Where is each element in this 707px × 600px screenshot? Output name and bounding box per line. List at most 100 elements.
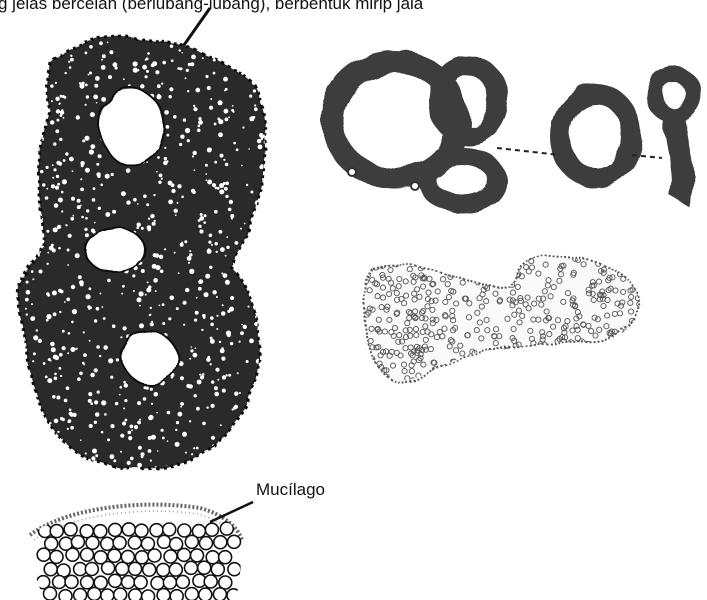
aggregate-cell — [494, 364, 499, 369]
texture-speck — [85, 217, 88, 220]
colony-hole-lower — [123, 332, 177, 384]
aggregate-cell — [552, 354, 557, 359]
texture-speck — [85, 233, 89, 237]
mucilage-cell — [113, 536, 126, 549]
texture-speck — [68, 234, 72, 238]
texture-speck — [44, 446, 46, 448]
texture-speck — [179, 49, 181, 51]
texture-speck — [151, 478, 154, 481]
texture-speck — [197, 40, 200, 43]
aggregate-cell — [440, 369, 445, 374]
texture-speck — [105, 212, 110, 217]
texture-speck — [56, 161, 60, 165]
texture-speck — [128, 84, 131, 87]
texture-speck — [240, 331, 244, 335]
texture-speck — [54, 419, 59, 424]
aggregate-cell — [376, 379, 381, 384]
aggregate-cell — [629, 325, 634, 330]
texture-speck — [260, 390, 263, 393]
texture-speck — [121, 32, 123, 34]
texture-speck — [103, 317, 106, 320]
mucilage-cell — [94, 525, 107, 538]
texture-speck — [264, 228, 266, 230]
aggregate-cell — [595, 368, 600, 373]
texture-speck — [222, 375, 226, 379]
aggregate-cell — [502, 263, 507, 268]
texture-speck — [210, 363, 212, 365]
texture-speck — [27, 386, 31, 390]
texture-speck — [85, 104, 87, 106]
texture-speck — [23, 248, 26, 251]
texture-speck — [91, 229, 95, 233]
aggregate-cell — [594, 351, 599, 356]
texture-speck — [55, 97, 59, 101]
mucilage-cell — [37, 548, 50, 561]
texture-speck — [115, 402, 118, 405]
texture-speck — [162, 437, 165, 440]
texture-speck — [56, 175, 59, 178]
aggregate-cell — [584, 358, 589, 363]
texture-speck — [53, 312, 57, 316]
texture-speck — [161, 429, 164, 432]
texture-speck — [149, 415, 154, 420]
texture-speck — [219, 183, 224, 188]
texture-speck — [32, 360, 34, 362]
texture-speck — [269, 257, 273, 261]
texture-speck — [168, 181, 173, 186]
aggregate-cell — [380, 380, 385, 385]
texture-speck — [250, 191, 253, 194]
texture-speck — [190, 62, 194, 66]
texture-speck — [27, 144, 32, 149]
aggregate-cell — [367, 260, 372, 265]
texture-speck — [193, 105, 195, 107]
texture-speck — [197, 37, 202, 42]
texture-speck — [130, 457, 134, 461]
texture-speck — [191, 55, 196, 60]
texture-speck — [186, 384, 190, 388]
texture-speck — [62, 95, 65, 98]
aggregate-cell — [489, 276, 494, 281]
texture-speck — [232, 111, 234, 113]
texture-speck — [155, 290, 157, 292]
texture-speck — [194, 394, 197, 397]
texture-speck — [263, 327, 266, 330]
mucilage-cell — [220, 522, 233, 535]
texture-speck — [185, 128, 190, 133]
texture-speck — [32, 278, 34, 280]
aggregate-cell — [441, 378, 446, 383]
texture-speck — [65, 42, 70, 47]
texture-speck — [122, 421, 126, 425]
texture-speck — [268, 193, 272, 197]
aggregate-cell — [522, 353, 527, 358]
texture-speck — [94, 222, 96, 224]
texture-speck — [270, 363, 275, 368]
aggregate-cell — [462, 359, 467, 364]
texture-speck — [170, 45, 173, 48]
texture-speck — [45, 61, 50, 66]
texture-speck — [237, 433, 240, 436]
texture-speck — [220, 154, 224, 158]
mucilage-cell — [86, 536, 99, 549]
texture-speck — [200, 216, 205, 221]
texture-speck — [263, 421, 267, 425]
texture-speck — [43, 362, 46, 365]
texture-speck — [65, 72, 67, 74]
texture-speck — [271, 33, 274, 36]
texture-speck — [61, 439, 63, 441]
texture-speck — [89, 424, 93, 428]
texture-speck — [148, 285, 151, 288]
ring-connector — [497, 148, 560, 155]
texture-speck — [90, 402, 93, 405]
aggregate-cell — [495, 369, 500, 374]
texture-speck — [101, 59, 103, 61]
texture-speck — [71, 197, 75, 201]
texture-speck — [97, 391, 100, 394]
aggregate-cell — [473, 274, 478, 279]
aggregate-cell — [597, 371, 602, 376]
texture-speck — [270, 229, 272, 231]
aggregate-cell — [436, 263, 441, 268]
texture-speck — [121, 293, 123, 295]
texture-speck — [81, 216, 84, 219]
texture-speck — [99, 41, 103, 45]
texture-speck — [56, 34, 60, 38]
